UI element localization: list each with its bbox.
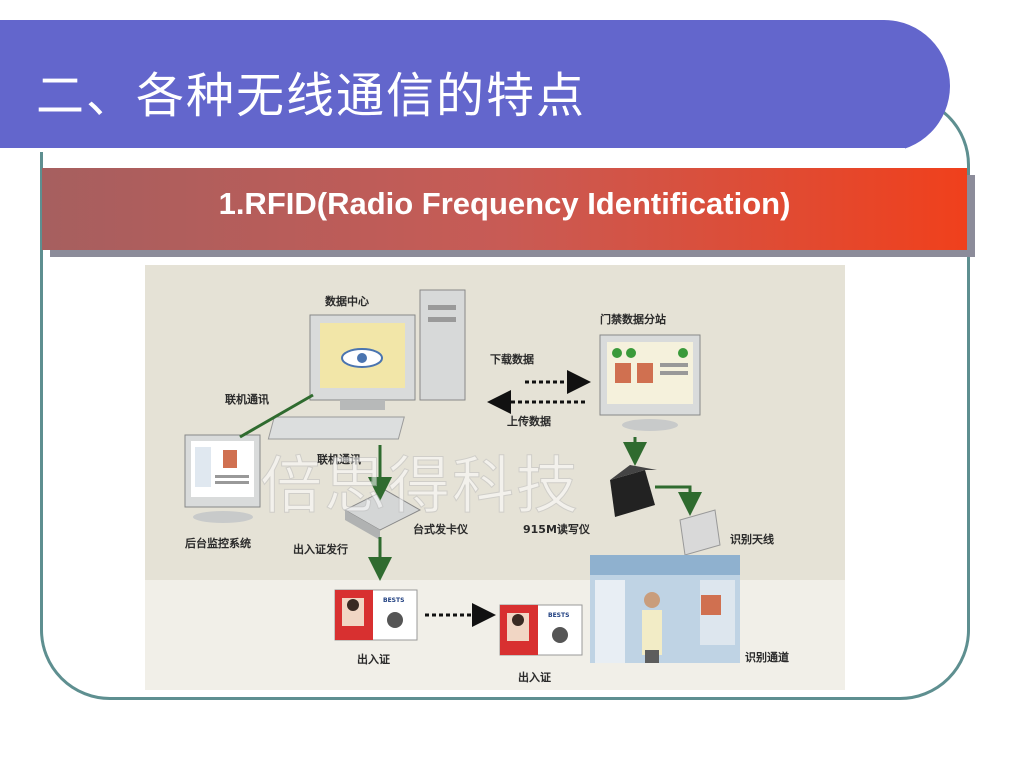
label-online-comm-left: 联机通讯 xyxy=(225,392,269,406)
label-desktop-card-issuer: 台式发卡仪 xyxy=(413,522,469,536)
label-channel: 识别通道 xyxy=(745,650,789,664)
subtitle-bar: 1.RFID(Radio Frequency Identification) xyxy=(42,168,967,250)
label-upload-data: 上传数据 xyxy=(507,414,551,428)
label-access-substation: 门禁数据分站 xyxy=(600,312,666,326)
access-card-right: BESTS xyxy=(499,604,583,656)
label-antenna: 识别天线 xyxy=(730,532,774,546)
link-reader-antenna xyxy=(655,485,702,516)
card-brand-right: BESTS xyxy=(548,612,569,619)
label-pass-left: 出入证 xyxy=(357,652,390,666)
watermark-text: 倍思得科技 xyxy=(260,449,580,522)
backend-monitor xyxy=(184,434,261,523)
access-card-left: BESTS xyxy=(334,589,418,641)
access-substation-monitor xyxy=(599,334,701,431)
slide-title: 二、各种无线通信的特点 xyxy=(36,68,587,124)
label-pass-right: 出入证 xyxy=(518,670,551,684)
diagram-upper-area xyxy=(145,265,845,580)
label-data-center: 数据中心 xyxy=(325,294,369,308)
card-brand-left: BESTS xyxy=(383,597,404,604)
rfid-system-diagram: BESTS BESTS 数据中心 门禁数据分站 下载数据 上传数据 联机通讯 联… xyxy=(145,265,845,690)
label-online-comm-center: 联机通讯 xyxy=(317,452,361,466)
data-center-computer xyxy=(267,289,466,440)
label-backend-monitor: 后台监控系统 xyxy=(185,536,251,550)
subtitle-text: 1.RFID(Radio Frequency Identification) xyxy=(218,186,791,221)
reader-915m xyxy=(610,465,657,517)
link-backend-datacenter xyxy=(239,393,314,439)
label-pass-issue: 出入证发行 xyxy=(293,542,348,556)
title-underline xyxy=(0,148,905,152)
label-download-data: 下载数据 xyxy=(490,352,534,366)
antenna-panel xyxy=(679,509,721,556)
title-banner: 二、各种无线通信的特点 xyxy=(0,20,950,152)
label-reader-915m: 915M读写仪 xyxy=(523,522,591,536)
passage-photo xyxy=(590,555,740,663)
diagram-svg: BESTS BESTS 数据中心 门禁数据分站 下载数据 上传数据 联机通讯 联… xyxy=(145,265,845,690)
